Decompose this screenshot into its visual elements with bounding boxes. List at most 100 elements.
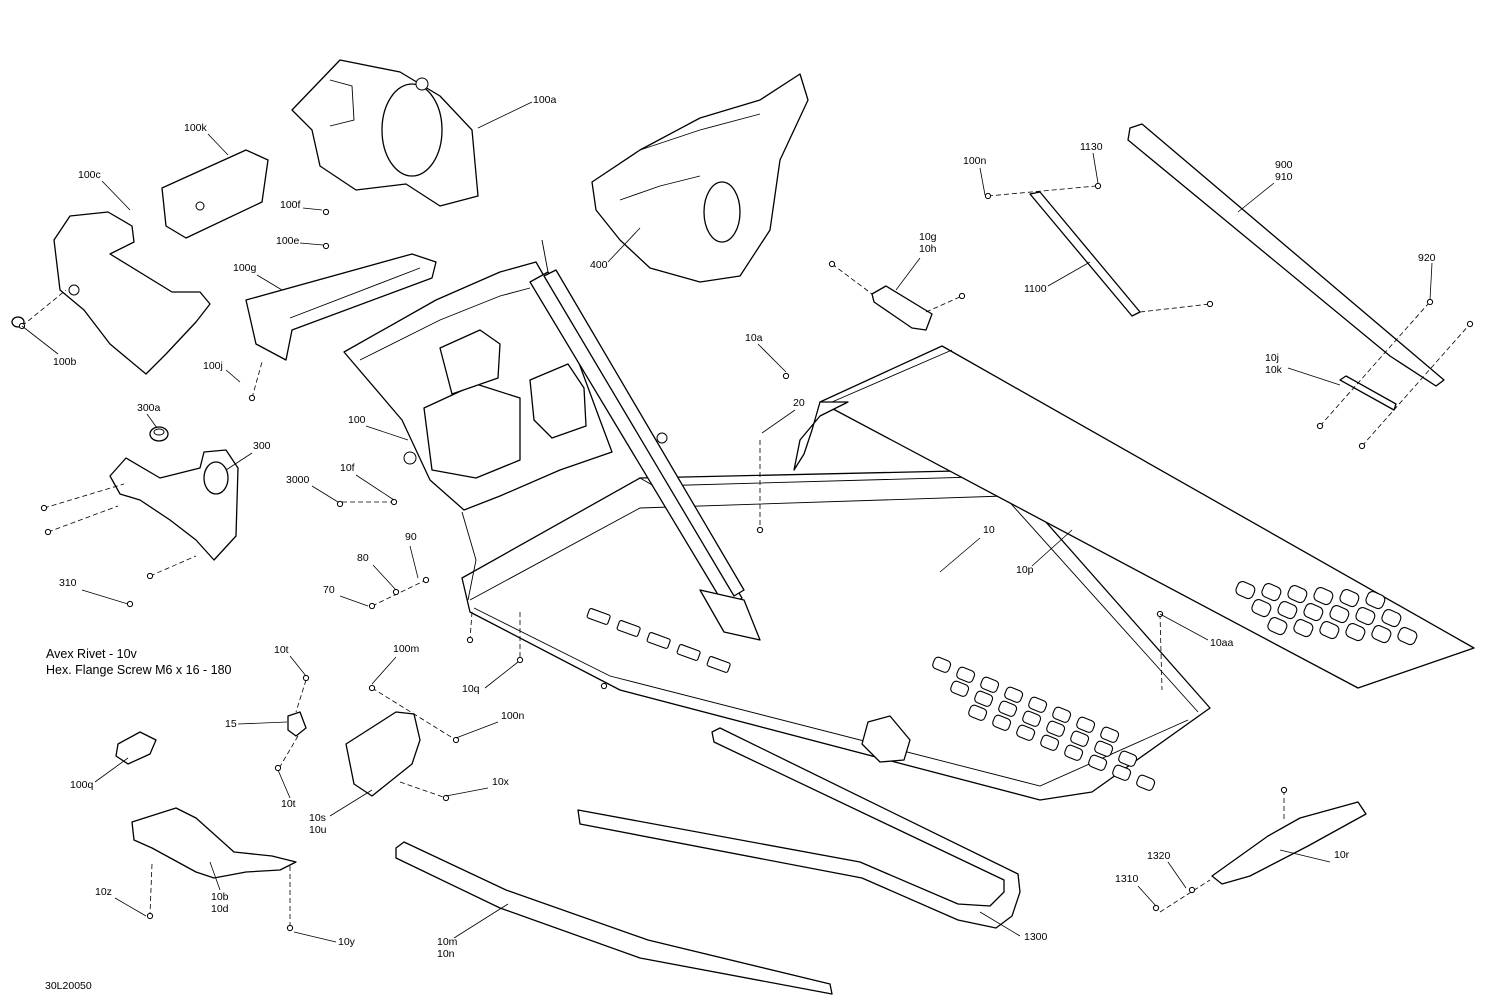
callout-label: 10t xyxy=(274,644,289,656)
callout-20: 20 xyxy=(761,397,805,434)
callout-10q: 10q xyxy=(462,661,519,695)
callout-label: 90 xyxy=(405,531,417,543)
callout-label: 10x xyxy=(492,776,510,788)
figure-code: 30L20050 xyxy=(45,980,92,992)
callout-label: 1300 xyxy=(1024,931,1048,943)
callout-label: 100n xyxy=(501,710,525,722)
rod-part-1100 xyxy=(1029,191,1141,317)
callout-100c: 100c xyxy=(78,169,131,211)
front-frame-part-100 xyxy=(343,261,668,601)
callout-label: 100n xyxy=(963,155,987,167)
callout-label: 900 xyxy=(1275,159,1293,171)
tunnel-extension-part-10p xyxy=(793,345,1475,689)
callout-label: 100f xyxy=(280,199,301,211)
callout-label: 10z xyxy=(95,886,112,898)
callout-label: 10f xyxy=(340,462,355,474)
callout-100k: 100k xyxy=(184,122,229,156)
bracket-part-100c xyxy=(53,211,211,375)
callout-label: 10h xyxy=(919,243,937,255)
callout-label: 10s xyxy=(309,812,326,824)
bracket-part-100k xyxy=(161,149,269,239)
callout-label: 1100 xyxy=(1024,283,1047,295)
callout-1310: 1310 xyxy=(1115,873,1157,907)
callout-920: 920 xyxy=(1418,252,1436,301)
callout-label: 100a xyxy=(533,94,557,106)
callout-label: 100m xyxy=(393,643,420,655)
callout-100m: 100m xyxy=(371,643,420,685)
callout-label: 1310 xyxy=(1115,873,1139,885)
callout-300a: 300a xyxy=(137,402,161,429)
callout-label: 920 xyxy=(1418,252,1436,264)
callout-10f: 10f xyxy=(340,462,395,501)
callout-label: 300a xyxy=(137,402,161,414)
callout-1300: 1300 xyxy=(979,911,1048,943)
callout-10p: 10p xyxy=(1016,529,1073,576)
callout-100g: 100g xyxy=(233,262,283,291)
note-line-rivet: Avex Rivet - 10v xyxy=(46,647,137,661)
callout-label: 3000 xyxy=(286,474,310,486)
callout-10aa: 10aa xyxy=(1159,613,1234,649)
callout-label: 80 xyxy=(357,552,369,564)
callout-label: 10k xyxy=(1265,364,1283,376)
callout-100: 100 xyxy=(348,414,409,441)
callout-label: 10d xyxy=(211,903,229,915)
callout-label: 10b xyxy=(211,891,229,903)
callout-label: 70 xyxy=(323,584,335,596)
callout-label: 10 xyxy=(983,524,995,536)
callout-100q: 100q xyxy=(70,757,129,791)
bracket-part-15 xyxy=(287,711,307,737)
assembly-lines xyxy=(21,185,1471,926)
callout-1320: 1320 xyxy=(1147,850,1187,889)
callout-10y: 10y xyxy=(293,931,356,948)
callout-3000: 3000 xyxy=(286,474,339,503)
callout-15: 15 xyxy=(225,718,288,730)
callout-310: 310 xyxy=(59,577,129,605)
grommet-part-300a xyxy=(149,426,169,442)
rail-part-1300 xyxy=(577,727,1021,929)
bracket-part-10g xyxy=(871,285,933,331)
upper-column-part-100a xyxy=(291,59,479,207)
extension-cutouts xyxy=(1235,581,1418,646)
callout-80: 80 xyxy=(357,552,397,591)
callout-1100: 1100 xyxy=(1024,261,1091,295)
brace-part-900 xyxy=(1127,123,1445,387)
callout-100f: 100f xyxy=(280,199,323,211)
callout-label: 100e xyxy=(276,235,300,247)
steering-support-beam xyxy=(529,239,761,641)
callout-label: 20 xyxy=(793,397,805,409)
callout-300: 300 xyxy=(225,440,271,471)
callout-label: 10q xyxy=(462,683,480,695)
callout-label: 310 xyxy=(59,577,77,589)
callout-label: 10g xyxy=(919,231,937,243)
callout-label: 10m xyxy=(437,936,458,948)
callout-90: 90 xyxy=(405,531,419,579)
cap-part-100q xyxy=(115,731,157,765)
bracket-part-300 xyxy=(109,449,239,561)
callout-100n-top: 100n xyxy=(963,155,987,196)
callout-10z: 10z xyxy=(95,886,147,917)
callout-label: 100c xyxy=(78,169,101,181)
note-line-screw: Hex. Flange Screw M6 x 16 - 180 xyxy=(46,663,232,677)
callout-1130: 1130 xyxy=(1080,141,1103,184)
callout-label: 300 xyxy=(253,440,271,452)
callout-10t-top: 10t xyxy=(274,644,307,677)
callout-label: 100q xyxy=(70,779,94,791)
bracket-part-10b xyxy=(131,807,297,879)
callout-10: 10 xyxy=(939,524,995,573)
callout-label: 10p xyxy=(1016,564,1034,576)
callout-100b: 100b xyxy=(21,325,77,368)
callout-label: 10u xyxy=(309,824,327,836)
callout-label: 15 xyxy=(225,718,237,730)
callout-100n-mid: 100n xyxy=(455,710,525,739)
callout-label: 400 xyxy=(590,259,608,271)
callout-label: 10r xyxy=(1334,849,1350,861)
callout-label: 10n xyxy=(437,948,455,960)
callout-label: 100 xyxy=(348,414,366,426)
callout-100j: 100j xyxy=(203,360,241,383)
callout-10x: 10x xyxy=(445,776,510,797)
